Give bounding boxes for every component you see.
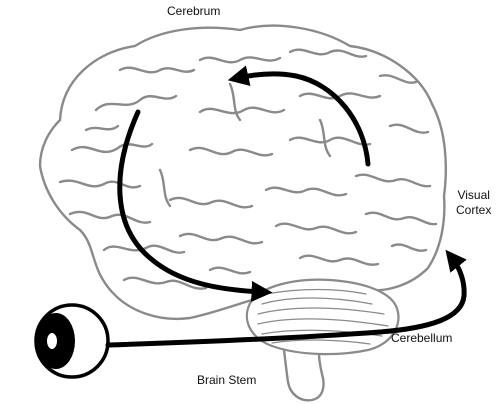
visual-cortex-label-line2: Cortex <box>456 203 492 217</box>
cerebellum-shape <box>245 278 400 356</box>
dorsal-stream-arrow <box>227 65 371 167</box>
cerebrum-label: Cerebrum <box>167 4 221 18</box>
visual-pathway-arrows <box>105 65 467 348</box>
cerebellum-label: Cerebellum <box>391 331 453 345</box>
pupil-highlight <box>47 333 57 349</box>
brain-stem-label: Brain Stem <box>197 373 257 387</box>
descending-arrow <box>117 109 273 302</box>
cerebrum-shape <box>38 24 448 320</box>
optic-pathway-arrow <box>105 249 467 348</box>
eye-shape <box>34 303 110 379</box>
visual-cortex-label: Visual Cortex <box>456 188 491 218</box>
visual-cortex-label-line1: Visual <box>457 188 490 202</box>
